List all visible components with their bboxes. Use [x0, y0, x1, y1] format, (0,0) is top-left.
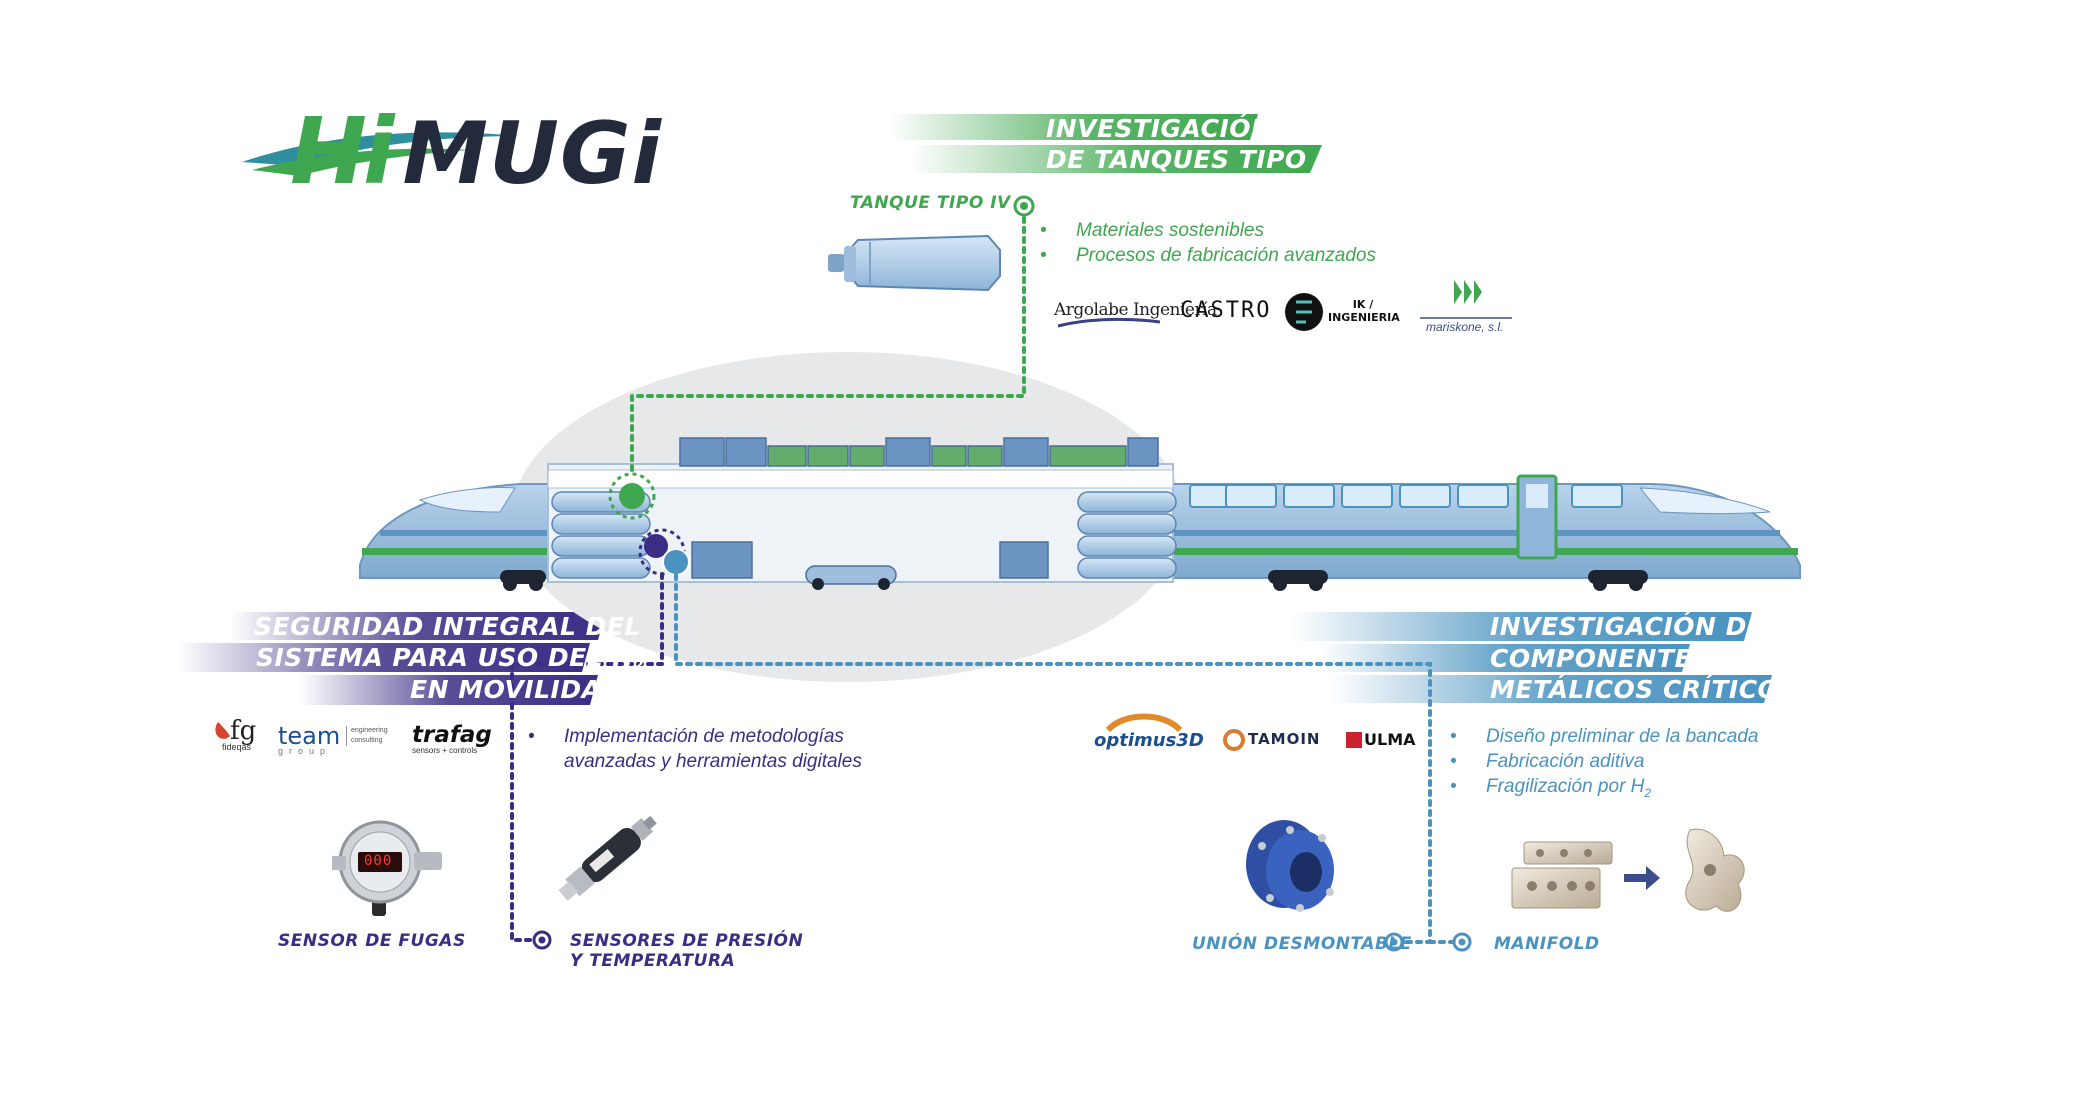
pressure-sensor-label-line-1: SENSORES DE PRESIÓN	[570, 931, 804, 951]
team-logo-engineering: engineering	[351, 727, 388, 734]
argolabe-logo: Argolabe Ingeniería	[1054, 300, 1217, 320]
fg-logo: fg fideqas	[216, 716, 256, 752]
metal-bullet: Fragilización por H2	[1450, 774, 1759, 806]
leak-sensor-display: 000	[364, 853, 393, 869]
manifold-icon	[1511, 828, 1745, 912]
fg-logo-icon	[215, 722, 230, 739]
ik-ingenieria-logo-icon	[1285, 293, 1323, 331]
removable-joint-label: UNIÓN DESMONTABLE	[1192, 934, 1412, 954]
safety-banner-bg-2	[178, 643, 590, 672]
mariskone-logo-icon	[1420, 280, 1512, 319]
safety-banner-line-2: SISTEMA PARA USO DEL H2	[256, 643, 644, 674]
type-iv-tank-icon	[828, 234, 1001, 292]
tanks-bullets: Materiales sostenibles Procesos de fabri…	[1040, 218, 1376, 268]
tank-node-ring	[608, 472, 656, 520]
fg-logo-mark: fg	[230, 716, 257, 746]
pressure-sensor-label: SENSORES DE PRESIÓN Y TEMPERATURA	[570, 931, 803, 971]
brand-hi: Hi	[290, 98, 395, 205]
trafag-logo-tagline: sensors + controls	[412, 746, 478, 755]
brand-mugi: MUGi	[402, 104, 663, 204]
safety-connector	[510, 572, 664, 942]
safety-banner-line-1: SEGURIDAD INTEGRAL DEL	[254, 612, 641, 641]
tanks-banner-line-1: INVESTIGACIÓN	[1046, 114, 1273, 143]
metal-bullets: Diseño preliminar de la bancada Fabricac…	[1450, 724, 1759, 806]
metal-bullet-text: Fragilización por H	[1486, 776, 1645, 797]
metal-bullet: Diseño preliminar de la bancada	[1450, 724, 1759, 749]
argolabe-logo-icon	[1057, 317, 1161, 328]
tanks-banner-bg-2	[910, 145, 1322, 173]
tanks-label: TANQUE TIPO IV	[850, 193, 1011, 213]
tamoin-logo: TAMOIN	[1248, 730, 1321, 748]
metal-connector	[674, 573, 1432, 944]
tanks-banner-line-2: DE TANQUES TIPO IV	[1046, 145, 1346, 174]
team-logo-word: team	[278, 722, 341, 750]
metal-banner-line-2: COMPONENTES	[1490, 644, 1711, 673]
safety-bullet-continued: avanzadas y herramientas digitales	[564, 751, 862, 772]
tamoin-logo-icon	[1223, 729, 1245, 751]
team-logo-tagline: engineering consulting	[346, 726, 388, 746]
safety-bullet: Implementación de metodologías	[528, 724, 862, 749]
brand-swoosh-icon	[242, 132, 520, 176]
safety-banner-text: SISTEMA PARA USO DEL H	[256, 643, 634, 672]
leak-sensor-label: SENSOR DE FUGAS	[278, 931, 466, 951]
safety-banner-bg	[230, 612, 606, 640]
safety-banner-line-3: EN MOVILIDAD	[410, 675, 623, 704]
connector-end-icons	[532, 195, 1472, 952]
castro-logo: CASTRO	[1180, 298, 1272, 323]
team-logo-consulting: consulting	[351, 737, 383, 744]
trafag-logo-word: trafag	[412, 722, 492, 748]
train-illustration	[359, 437, 1801, 591]
metal-banner-bg	[1290, 612, 1752, 641]
pressure-sensor-label-line-2: Y TEMPERATURA	[570, 951, 736, 971]
team-logo-group: group	[278, 746, 332, 756]
removable-joint-icon	[1246, 820, 1334, 912]
leak-sensor-icon	[332, 820, 442, 916]
optimus3d-logo-icon	[1105, 713, 1183, 733]
team-group-logo: team group	[278, 722, 340, 756]
tanks-connector	[630, 206, 1026, 476]
safety-bullets: Implementación de metodologías avanzadas…	[528, 724, 862, 774]
metal-banner-line-3: METÁLICOS CRÍTICOS	[1490, 675, 1798, 704]
trafag-logo: trafag sensors + controls	[412, 722, 492, 755]
pressure-sensor-icon	[558, 815, 657, 901]
metal-bullet-subscript: 2	[1644, 786, 1652, 800]
metal-banner-line-1: INVESTIGACIÓN DE	[1490, 612, 1765, 641]
fg-logo-name: fideqas	[222, 742, 252, 752]
manifold-label: MANIFOLD	[1494, 934, 1600, 954]
tank-node	[619, 483, 645, 509]
tanks-bullet: Materiales sostenibles	[1040, 218, 1376, 243]
metal-node	[662, 548, 690, 576]
ulma-logo-icon	[1346, 732, 1362, 748]
ulma-logo: ULMA	[1364, 730, 1416, 749]
tanks-banner-bg	[890, 114, 1258, 140]
metal-banner-bg-3	[1330, 675, 1772, 703]
metal-bullet: Fabricación aditiva	[1450, 749, 1759, 774]
mariskone-logo: mariskone, s.l.	[1426, 320, 1504, 334]
safety-banner-subscript: 2	[633, 658, 644, 674]
optimus3d-logo: optimus3D	[1094, 730, 1204, 751]
safety-banner-bg-3	[300, 675, 598, 705]
tanks-bullet: Procesos de fabricación avanzados	[1040, 243, 1376, 268]
safety-node	[644, 534, 668, 558]
ik-ingenieria-logo: IK / INGENIERIA	[1328, 298, 1400, 324]
